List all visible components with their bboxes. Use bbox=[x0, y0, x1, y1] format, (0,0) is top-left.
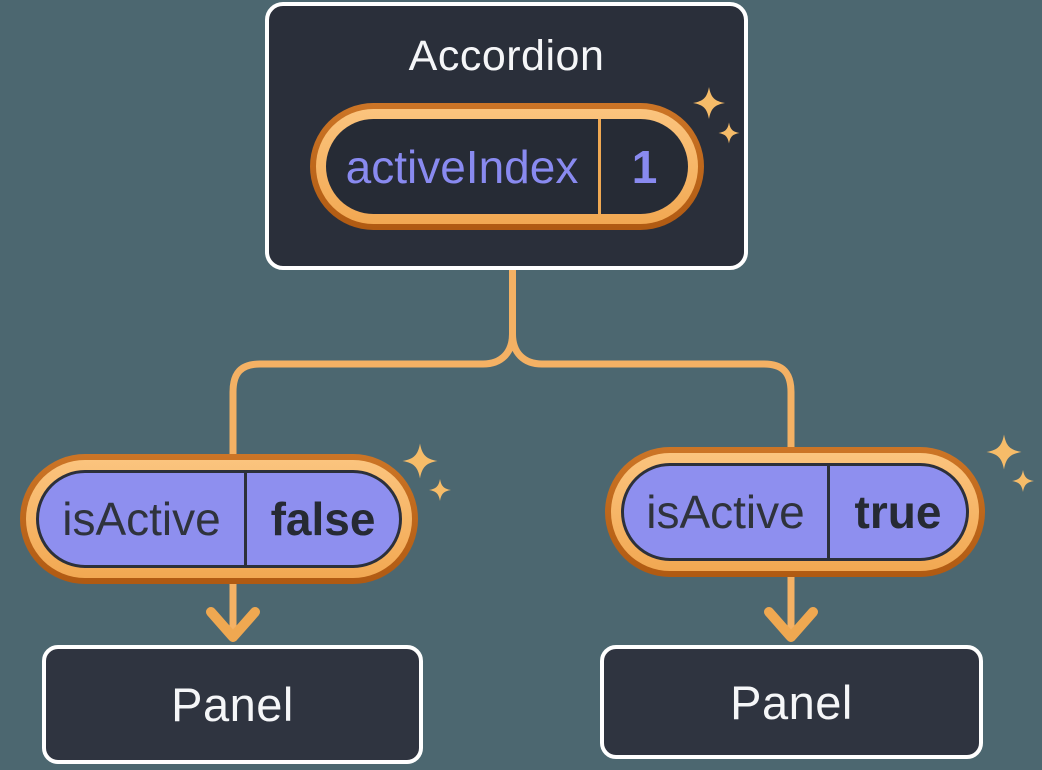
connector-right bbox=[509, 262, 795, 636]
arrowhead-right-icon bbox=[764, 607, 818, 642]
connector-left bbox=[229, 262, 516, 636]
arrowhead-left-icon bbox=[206, 607, 260, 642]
